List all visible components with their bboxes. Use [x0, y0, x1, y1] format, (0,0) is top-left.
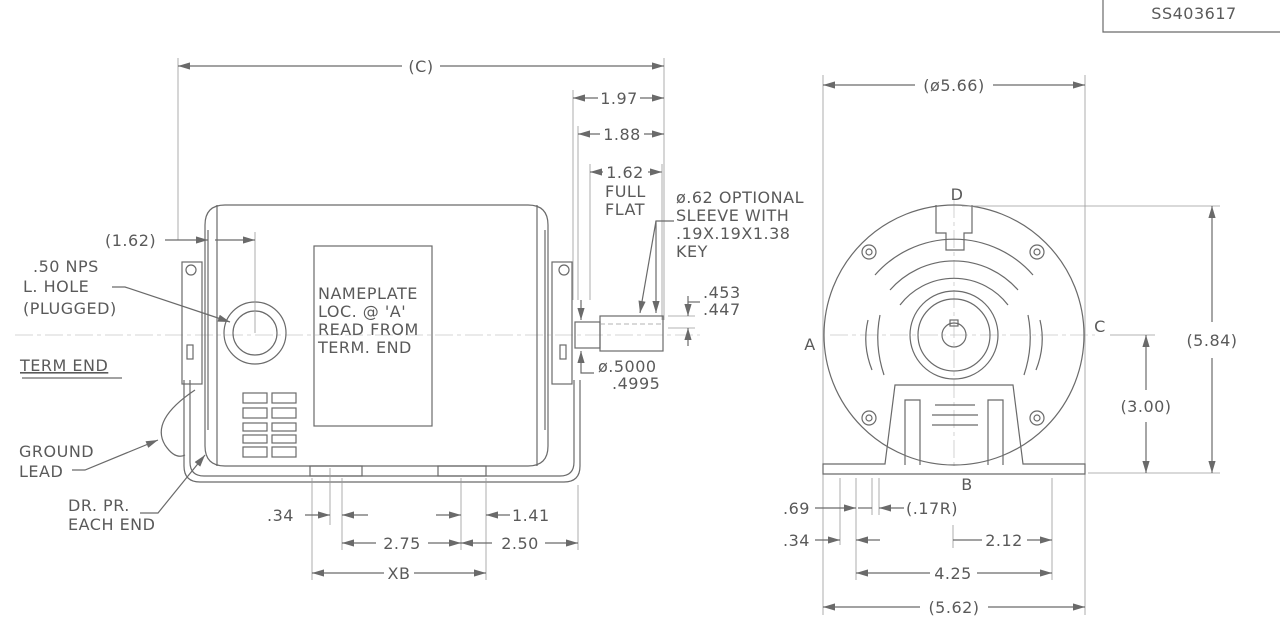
dim-275: 2.75: [383, 534, 421, 553]
vent-slots: [242, 392, 297, 458]
drain-note-line1: DR. PR.: [68, 496, 130, 515]
end-bell: [823, 204, 1085, 466]
shaft-height-dim: (3.00): [1120, 397, 1171, 416]
height-total-dim: (5.84): [1186, 331, 1237, 350]
full-flat-line2: FLAT: [605, 200, 645, 219]
dim-069: .69: [783, 499, 810, 518]
dim-034-side: .34: [267, 506, 294, 525]
nameplate-line1: NAMEPLATE: [318, 284, 418, 303]
label-d: D: [951, 185, 964, 204]
motor-shell: [204, 204, 549, 467]
ground-lead-wire: [160, 389, 196, 457]
hole-offset-dim: (1.62): [105, 231, 156, 250]
bearing-hub: [909, 290, 999, 380]
ground-lead-line1: GROUND: [19, 442, 94, 461]
overall-length-label: (C): [408, 57, 433, 76]
label-a: A: [804, 335, 815, 354]
base-foot: [822, 384, 1086, 475]
dim-1-88: 1.88: [603, 125, 641, 144]
dim-xb: XB: [388, 564, 411, 583]
part-number: SS403617: [1151, 4, 1236, 23]
sleeve-note-line3: .19X.19X1.38: [676, 224, 790, 243]
diameter-dim: (ø5.66): [923, 76, 984, 95]
end-view: (ø5.66) D A C B (5.84): [783, 75, 1237, 617]
shaft-dia-top: ø.5000: [598, 357, 657, 376]
base-frame: [189, 380, 575, 477]
nameplate-line2: LOC. @ 'A': [318, 302, 406, 321]
nameplate-line4: TERM. END: [317, 338, 412, 357]
dim-141: 1.41: [512, 506, 550, 525]
dim-425: 4.25: [934, 564, 972, 583]
hole-note-line1: .50 NPS: [33, 257, 99, 276]
drain-note-line2: EACH END: [68, 515, 155, 534]
nameplate-line3: READ FROM: [318, 320, 419, 339]
ground-lead-line2: LEAD: [19, 462, 63, 481]
key-dim-top: .453: [703, 283, 741, 302]
sleeve-note-line4: KEY: [676, 242, 708, 261]
term-end-label: TERM END: [19, 356, 108, 375]
side-view: (C) 1.97 1.88 1.62 FULL FLAT ø.62 OPTION…: [15, 57, 804, 583]
dim-1-97: 1.97: [600, 89, 638, 108]
shaft-end-bracket: [551, 261, 573, 385]
full-flat-line1: FULL: [605, 182, 646, 201]
dim-034-end: .34: [783, 531, 810, 550]
label-c: C: [1094, 317, 1106, 336]
label-b: B: [961, 475, 972, 494]
dim-1-62: 1.62: [606, 163, 644, 182]
dim-250: 2.50: [501, 534, 539, 553]
slot-radius-dim: (.17R): [906, 499, 958, 518]
sleeve-note-line2: SLEEVE WITH: [676, 206, 789, 225]
dim-212: 2.12: [985, 531, 1023, 550]
hole-note-line3: (PLUGGED): [23, 299, 117, 318]
shaft-dia-bottom: .4995: [612, 374, 660, 393]
base-width-dim: (5.62): [928, 598, 979, 617]
hole-note-line2: L. HOLE: [23, 277, 89, 296]
nameplate-area: [313, 245, 433, 427]
key-dim-bottom: .447: [703, 300, 741, 319]
sleeve: [599, 315, 664, 352]
shaft-end: [941, 322, 967, 348]
term-end-bracket: [181, 261, 203, 385]
vent-ribs: [865, 314, 1043, 426]
sleeve-note-line1: ø.62 OPTIONAL: [676, 188, 804, 207]
title-block: SS403617: [1102, 0, 1280, 33]
